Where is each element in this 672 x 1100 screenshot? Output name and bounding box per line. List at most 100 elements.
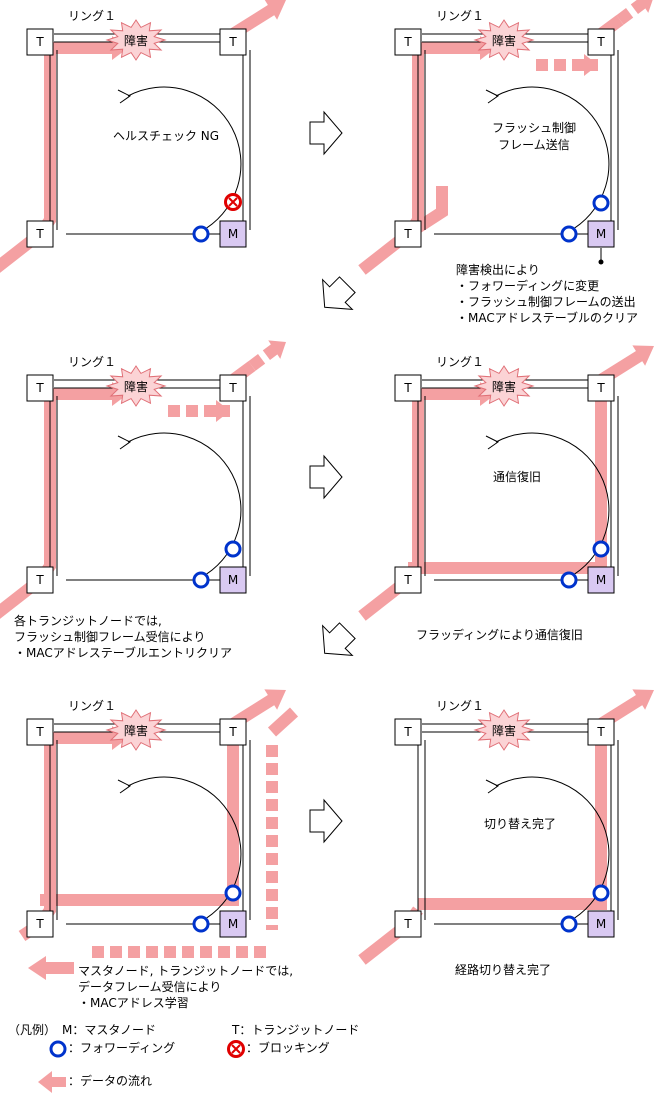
forwarding-port-icon	[560, 225, 578, 243]
note-line: 経路切り替え完了	[455, 963, 552, 977]
forwarding-port-icon	[192, 571, 210, 589]
transit-node	[219, 28, 247, 56]
step-arrows	[309, 110, 356, 844]
legend-icons	[38, 1040, 245, 1093]
legend-transit: T：トランジットノード	[232, 1023, 360, 1037]
step-arrow-icon	[321, 276, 356, 311]
center-text-line: 切り替え完了	[484, 816, 556, 831]
ring-label: リング１	[436, 9, 484, 23]
arc-arrowhead-icon	[485, 779, 499, 794]
transit-node-label: T	[228, 381, 237, 395]
master-node-label: M	[596, 573, 606, 587]
arc-arrowhead-icon	[117, 779, 131, 794]
legend-prefix: （凡例）	[8, 1023, 57, 1037]
center-text-line: フレーム送信	[498, 137, 570, 152]
arc-arrowhead-icon	[485, 89, 499, 104]
transit-node	[587, 374, 615, 402]
transit-node	[26, 566, 54, 594]
blocking-cross	[231, 1044, 241, 1054]
data-flow-dashed	[248, 343, 280, 371]
transit-node	[587, 28, 615, 56]
forwarding-port-icon	[224, 540, 242, 558]
data-flow-path	[0, 388, 116, 619]
forwarding-port-icon	[192, 915, 210, 933]
flow-arrowhead	[584, 54, 598, 76]
monitor-cycle-arc	[495, 432, 610, 579]
data-flow-path	[358, 42, 484, 275]
monitor-cycle-arc	[127, 776, 242, 923]
forwarding-port-icon	[192, 225, 210, 243]
note-line: ・MACアドレステーブルのクリア	[456, 311, 639, 325]
transit-node	[26, 28, 54, 56]
legend-forwarding: ：フォワーディング	[68, 1041, 176, 1055]
monitor-cycle-arc	[127, 86, 242, 233]
master-node-label: M	[228, 573, 238, 587]
fault-label: 障害	[492, 379, 516, 394]
flow-arrowhead	[264, 0, 286, 20]
transit-node	[219, 374, 247, 402]
fault-label: 障害	[124, 723, 148, 738]
master-node-label: M	[228, 917, 238, 931]
forwarding-port-icon	[560, 571, 578, 589]
transit-node	[26, 910, 54, 938]
transit-node-label: T	[403, 381, 412, 395]
master-node-label: M	[228, 227, 238, 241]
ring-label: リング１	[436, 699, 484, 713]
transit-node-label: T	[596, 381, 605, 395]
master-node	[219, 566, 247, 594]
flow-arrowhead	[268, 340, 286, 359]
center-text-line: ヘルスチェック NG	[113, 129, 219, 143]
ring-label: リング１	[68, 699, 116, 713]
note-p6: 経路切り替え完了	[455, 962, 551, 978]
note-line: フラッディングにより通信復旧	[416, 628, 583, 642]
transit-node	[394, 374, 422, 402]
note-line: ・フォワーディングに変更	[456, 279, 600, 293]
note-line: ・フラッシュ制御フレームの送出	[456, 295, 636, 309]
legend-data-flow: ：データの流れ	[68, 1074, 153, 1088]
note-p5: マスタノード, トランジットノードでは, データフレーム受信により ・MACアド…	[78, 963, 293, 1011]
fault-label: 障害	[492, 33, 516, 48]
master-node	[587, 566, 615, 594]
step-arrow-icon	[309, 798, 343, 844]
transit-node-label: T	[35, 573, 44, 587]
fault-star-icon	[105, 19, 167, 61]
transit-node-label: T	[228, 35, 237, 49]
fault-label: 障害	[124, 33, 148, 48]
master-node-label: M	[596, 917, 606, 931]
master-node	[219, 910, 247, 938]
transit-node-label: T	[35, 227, 44, 241]
note-line: マスタノード, トランジットノードでは,	[78, 964, 294, 978]
flow-arrowhead	[216, 400, 230, 422]
note-line: ・MACアドレステーブルエントリクリア	[14, 646, 233, 660]
forwarding-port-icon	[224, 884, 242, 902]
fault-star-icon	[473, 365, 535, 407]
master-node	[219, 220, 247, 248]
flow-arrowhead	[632, 689, 654, 710]
flow-arrowhead	[639, 0, 653, 13]
arc-arrowhead-icon	[485, 435, 499, 450]
legend-blocking-icon	[227, 1040, 245, 1058]
ring-label: リング１	[436, 355, 484, 369]
fault-star-icon	[105, 709, 167, 751]
monitor-cycle-arc	[495, 776, 610, 923]
master-node	[587, 910, 615, 938]
transit-node	[219, 718, 247, 746]
transit-node-label: T	[228, 725, 237, 739]
note-p3: 各トランジットノードでは, フラッシュ制御フレーム受信により ・MACアドレステ…	[14, 613, 232, 661]
step-arrow-icon	[321, 622, 356, 657]
data-flow-path	[40, 691, 280, 906]
flow-arrowhead	[264, 689, 286, 710]
transit-node-label: T	[35, 725, 44, 739]
transit-node	[587, 718, 615, 746]
transit-node-label: T	[596, 35, 605, 49]
flow-arrowhead	[28, 956, 46, 980]
ring-label: リング１	[68, 9, 116, 23]
transit-node	[394, 718, 422, 746]
